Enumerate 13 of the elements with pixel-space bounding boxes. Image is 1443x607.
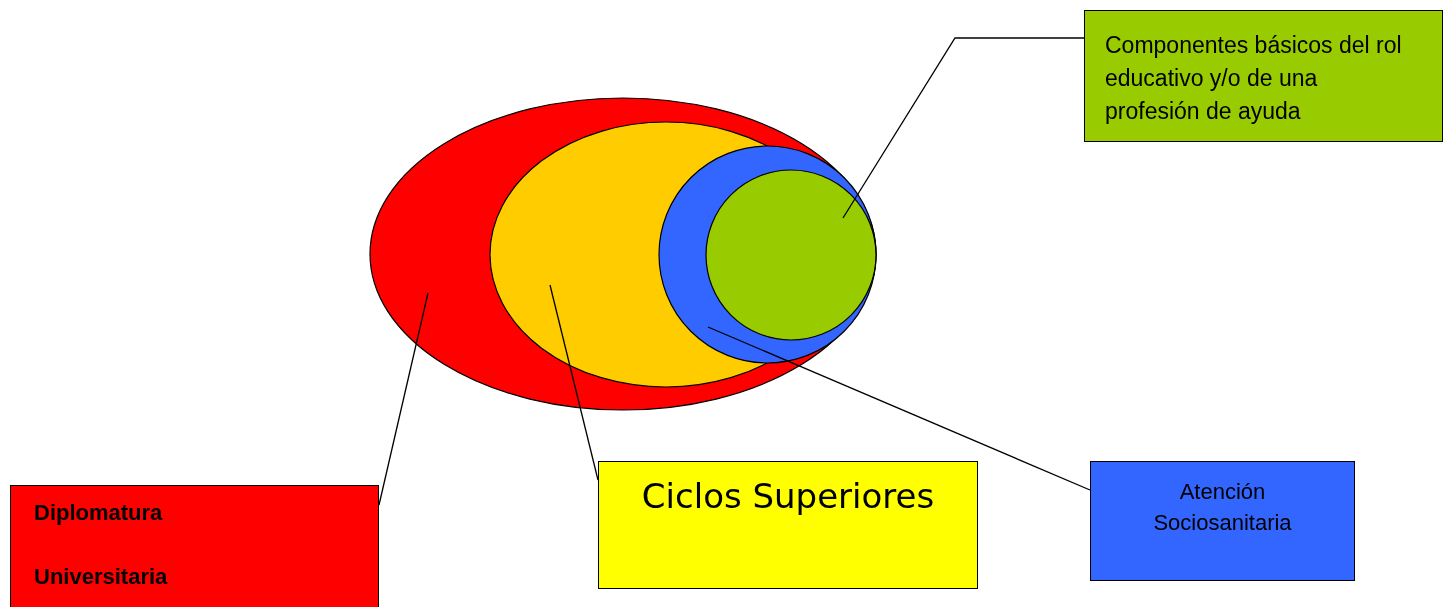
label-box [1090,461,1355,581]
label-text: Diplomatura [34,500,163,526]
label-text: Atención Sociosanitaria [1152,478,1293,537]
label-box [10,485,379,607]
leader-line [549,284,599,481]
label-box [1084,10,1443,142]
label-text: Universitaria [34,564,168,590]
leader-line [842,37,1085,219]
leader-line [378,292,429,506]
label-text: Ciclos Superiores [641,476,935,516]
label-text: Componentes básicos del rol educativo y/o de una profesión de ayuda [1105,31,1403,126]
label-box [598,461,978,589]
leader-line [707,326,1091,491]
